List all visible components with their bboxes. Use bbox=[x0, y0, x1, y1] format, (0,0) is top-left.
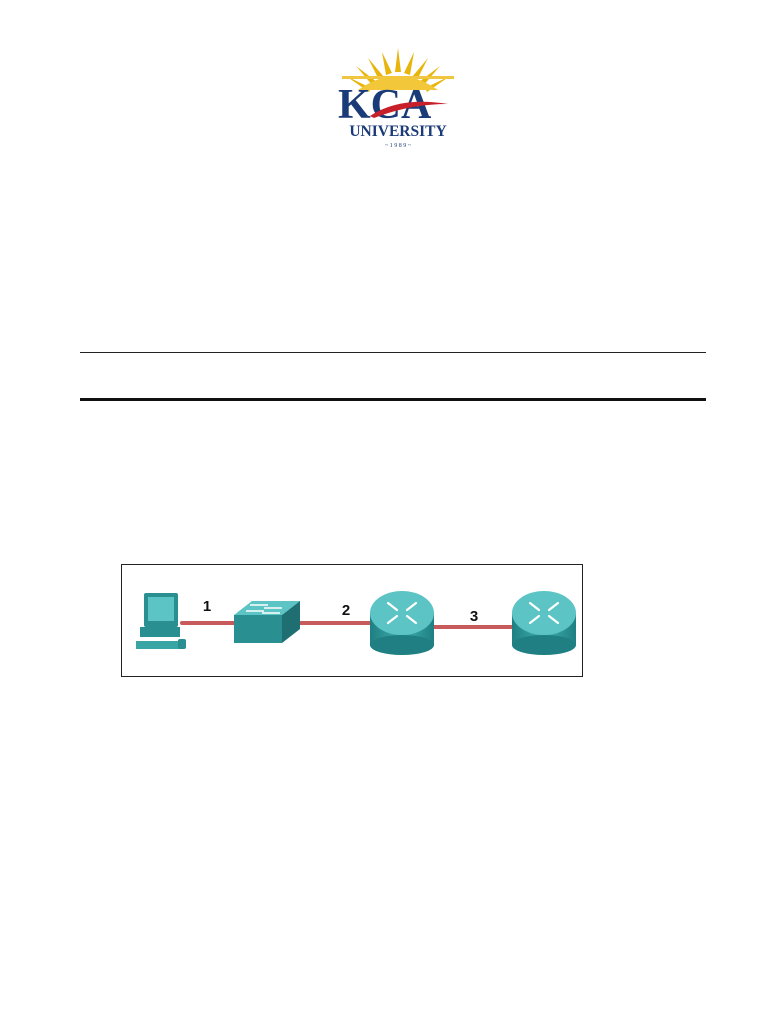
horizontal-rule-thin bbox=[80, 352, 706, 353]
pc-icon bbox=[136, 593, 186, 649]
logo-swoosh bbox=[370, 101, 448, 118]
kca-logo-graphic: KCA UNIVERSITY ~ 1 9 8 9 ~ bbox=[338, 48, 454, 149]
horizontal-rule-thick bbox=[80, 398, 706, 401]
switch-icon bbox=[234, 601, 300, 643]
sun-rays-icon bbox=[342, 48, 454, 92]
topology-diagram: 1 2 3 bbox=[136, 591, 576, 655]
link-label-1: 1 bbox=[203, 598, 211, 615]
university-logo: KCA UNIVERSITY ~ 1 9 8 9 ~ bbox=[330, 46, 466, 150]
network-topology-figure: 1 2 3 bbox=[121, 564, 583, 677]
network-cables bbox=[180, 621, 516, 629]
logo-university-name: UNIVERSITY bbox=[349, 123, 446, 140]
link-label-3: 3 bbox=[470, 608, 478, 625]
router-icon bbox=[512, 591, 576, 655]
router-icon bbox=[370, 591, 434, 655]
logo-year: ~ 1 9 8 9 ~ bbox=[385, 143, 412, 149]
link-label-2: 2 bbox=[342, 602, 350, 619]
